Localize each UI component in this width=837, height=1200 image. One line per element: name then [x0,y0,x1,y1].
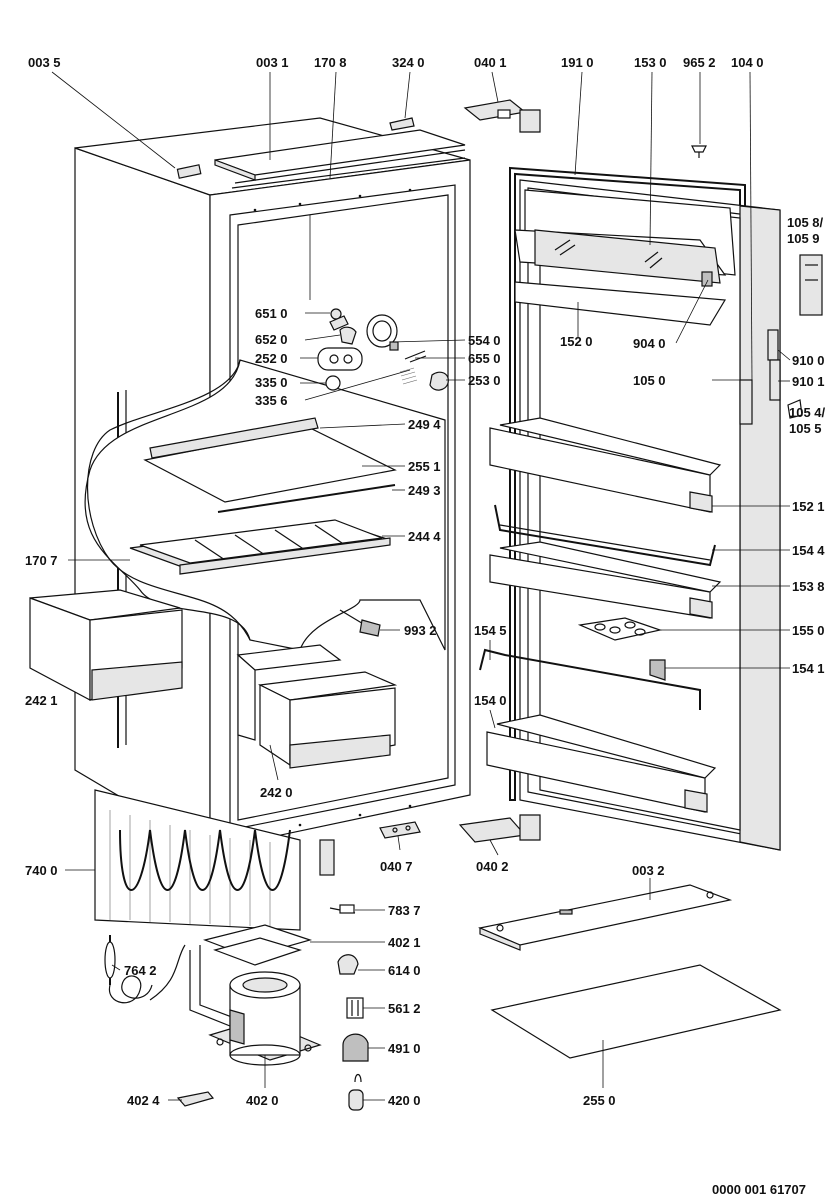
label-5612: 561 2 [388,1001,421,1016]
label-9100: 910 0 [792,353,825,368]
sensor-part [339,609,381,637]
label-9101: 910 1 [792,374,825,389]
label-0407: 040 7 [380,859,413,874]
lamp-thermostat-group [309,215,449,391]
screw-part [691,145,707,158]
clip-402-4 [176,1091,215,1107]
label-2520: 252 0 [255,351,288,366]
label-4024: 402 4 [127,1093,160,1108]
label-1550: 155 0 [792,623,825,638]
compressor-402-0 [208,971,322,1066]
label-1059: 105 9 [787,231,820,246]
label-1530: 153 0 [634,55,667,70]
door-shelf-152-1 [489,417,722,513]
label-2420: 242 0 [260,785,293,800]
bottle-rail-154-5 [479,648,701,710]
label-2421: 242 1 [25,693,58,708]
label-4910: 491 0 [388,1041,421,1056]
label-1544: 154 4 [792,543,825,558]
label-1538: 153 8 [792,579,825,594]
label-1545: 154 5 [474,623,507,638]
relay-614-0 [337,954,359,975]
label-6520: 652 0 [255,332,288,347]
part-labels: 003 5 003 1 170 8 324 0 040 1 191 0 153 … [25,55,826,1197]
label-5540: 554 0 [468,333,501,348]
drain-pipe-783-7 [329,904,356,914]
glass-shelf-upper [143,417,397,513]
label-6510: 651 0 [255,306,288,321]
door-shelf-153-8 [489,541,722,619]
label-4020: 402 0 [246,1093,279,1108]
capillary-764-2 [104,935,186,1004]
condenser-740-0 [94,789,335,931]
label-1910: 191 0 [561,55,594,70]
label-2550: 255 0 [583,1093,616,1108]
label-1054: 105 4/ [789,405,826,420]
glass-shelf-lower [129,519,391,575]
hinge-bottom-040-2 [458,814,541,843]
label-7400: 740 0 [25,863,58,878]
label-0032: 003 2 [632,863,665,878]
label-6550: 655 0 [468,351,501,366]
label-1541: 154 1 [792,661,825,676]
label-1521: 152 1 [792,499,825,514]
support-rail-003-2 [477,884,733,951]
label-2493: 249 3 [408,483,441,498]
label-1520: 152 0 [560,334,593,349]
label-1707: 170 7 [25,553,58,568]
label-0402: 040 2 [476,859,509,874]
clip-154-1 [649,659,666,681]
label-4200: 420 0 [388,1093,421,1108]
door-shelf-wire-154-4 [494,504,716,567]
label-0031: 003 1 [256,55,289,70]
label-2494: 249 4 [408,417,441,432]
label-7642: 764 2 [124,963,157,978]
relay-561-2 [346,997,364,1019]
label-1058: 105 8/ [787,215,824,230]
cover-491-0 [342,1033,369,1062]
label-3356: 335 6 [255,393,288,408]
label-0035: 003 5 [28,55,61,70]
label-4021: 402 1 [388,935,421,950]
label-1055: 105 5 [789,421,822,436]
label-0401: 040 1 [474,55,507,70]
label-1050: 105 0 [633,373,666,388]
leader-lines [51,71,791,1101]
label-1708: 170 8 [314,55,347,70]
label-1040: 104 0 [731,55,764,70]
crisper-drawer-left [29,589,183,701]
base-plate-255-0 [490,964,782,1059]
door-assembly [479,166,823,851]
label-1540: 154 0 [474,693,507,708]
label-6140: 614 0 [388,963,421,978]
label-2551: 255 1 [408,459,441,474]
label-9040: 904 0 [633,336,666,351]
label-3240: 324 0 [392,55,425,70]
hinge-bottom-040-7 [379,821,421,839]
label-7837: 783 7 [388,903,421,918]
hinge-top [463,99,541,133]
crisper-drawer-center [236,644,398,769]
label-2444: 244 4 [408,529,441,544]
drip-tray-402-1 [189,924,313,1031]
capacitor-420-0 [348,1073,364,1111]
label-9932: 993 2 [404,623,437,638]
label-9652: 965 2 [683,55,716,70]
bottle-shelf-154-0 [486,714,717,813]
label-3350: 335 0 [255,375,288,390]
label-2530: 253 0 [468,373,501,388]
drawing-number: 0000 001 61707 [712,1182,806,1197]
